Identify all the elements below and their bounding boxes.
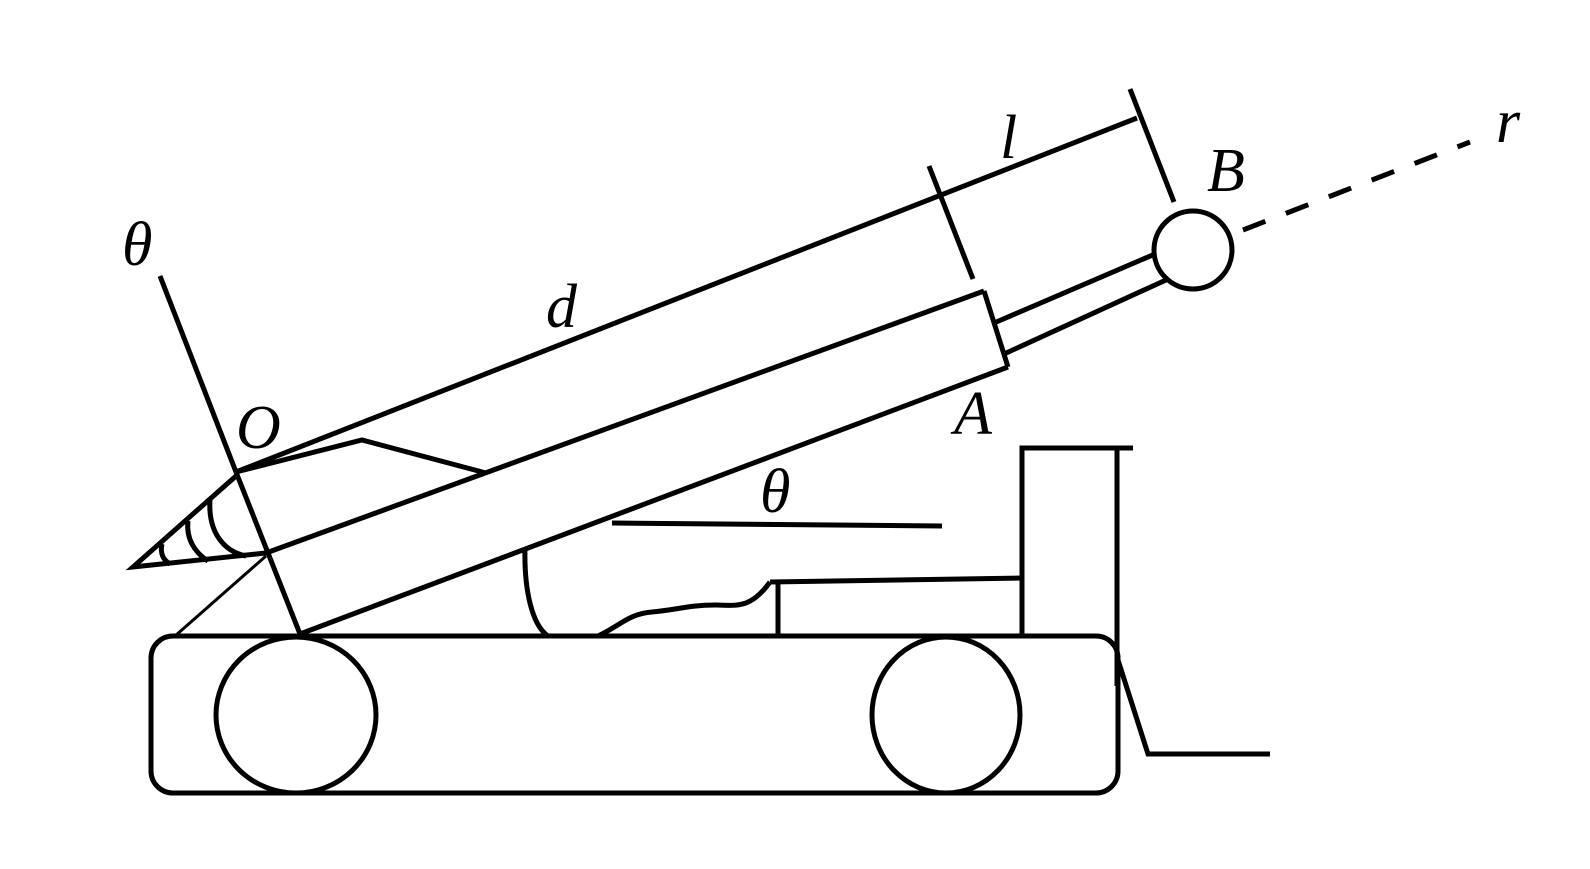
projectile-ball (1151, 208, 1235, 292)
label-theta-top: θ (122, 211, 152, 279)
angle-arc-3 (207, 499, 247, 559)
rear-post (1019, 445, 1133, 636)
label-d: d (546, 273, 578, 341)
label-B: B (1207, 137, 1245, 205)
horizontal-reference (611, 520, 943, 529)
reference-line (235, 115, 1138, 475)
tick-mid (926, 165, 976, 280)
label-A: A (950, 380, 993, 448)
breech-triangle (125, 474, 267, 571)
barrel-support (596, 580, 773, 639)
support-top (769, 575, 1023, 585)
barrel-muzzle (981, 290, 1011, 368)
cart-body (148, 633, 1121, 796)
label-l: l (1000, 104, 1017, 172)
tick-end (1127, 88, 1177, 203)
barrel-breech-line (233, 471, 303, 635)
rod-upper (993, 251, 1156, 326)
breech-diagonal (174, 554, 267, 638)
wheel-left (213, 634, 379, 796)
angle-arc-2 (185, 520, 210, 564)
label-theta-mid: θ (760, 458, 790, 526)
trajectory-line (1242, 139, 1471, 233)
theta-reference-line (157, 275, 239, 473)
rear-handle (1115, 659, 1270, 757)
rod-lower (1002, 277, 1168, 357)
breech-wedge (235, 437, 487, 476)
label-r: r (1496, 88, 1521, 156)
label-O: O (236, 394, 281, 462)
barrel-top-edge (265, 288, 985, 556)
angle-arc-1 (158, 543, 172, 567)
support-arc (522, 547, 550, 639)
wheel-right (869, 634, 1023, 796)
barrel-bottom-edge (299, 364, 1009, 637)
